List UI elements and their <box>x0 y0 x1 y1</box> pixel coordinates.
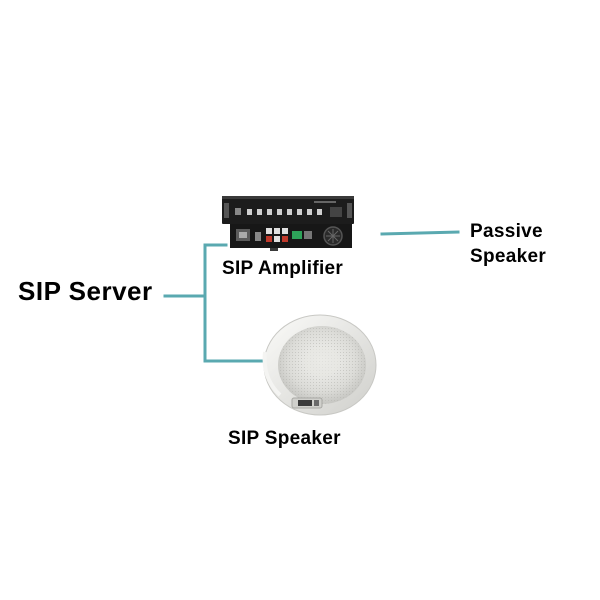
amplifier-to-passive-speaker-line <box>380 230 460 236</box>
passive-speaker-label-line2: Speaker <box>470 246 547 267</box>
sip-amplifier-label: SIP Amplifier <box>222 258 344 279</box>
passive-speaker-label: Passive Speaker <box>470 219 546 269</box>
passive-speaker-label-line1: Passive <box>470 221 543 242</box>
connector-lines <box>163 230 460 363</box>
sip-server-label: SIP Server <box>18 276 153 306</box>
sip-speaker-label: SIP Speaker <box>228 428 341 449</box>
ceiling-speaker-icon <box>262 314 377 416</box>
rack-amplifier-icon <box>222 196 354 251</box>
